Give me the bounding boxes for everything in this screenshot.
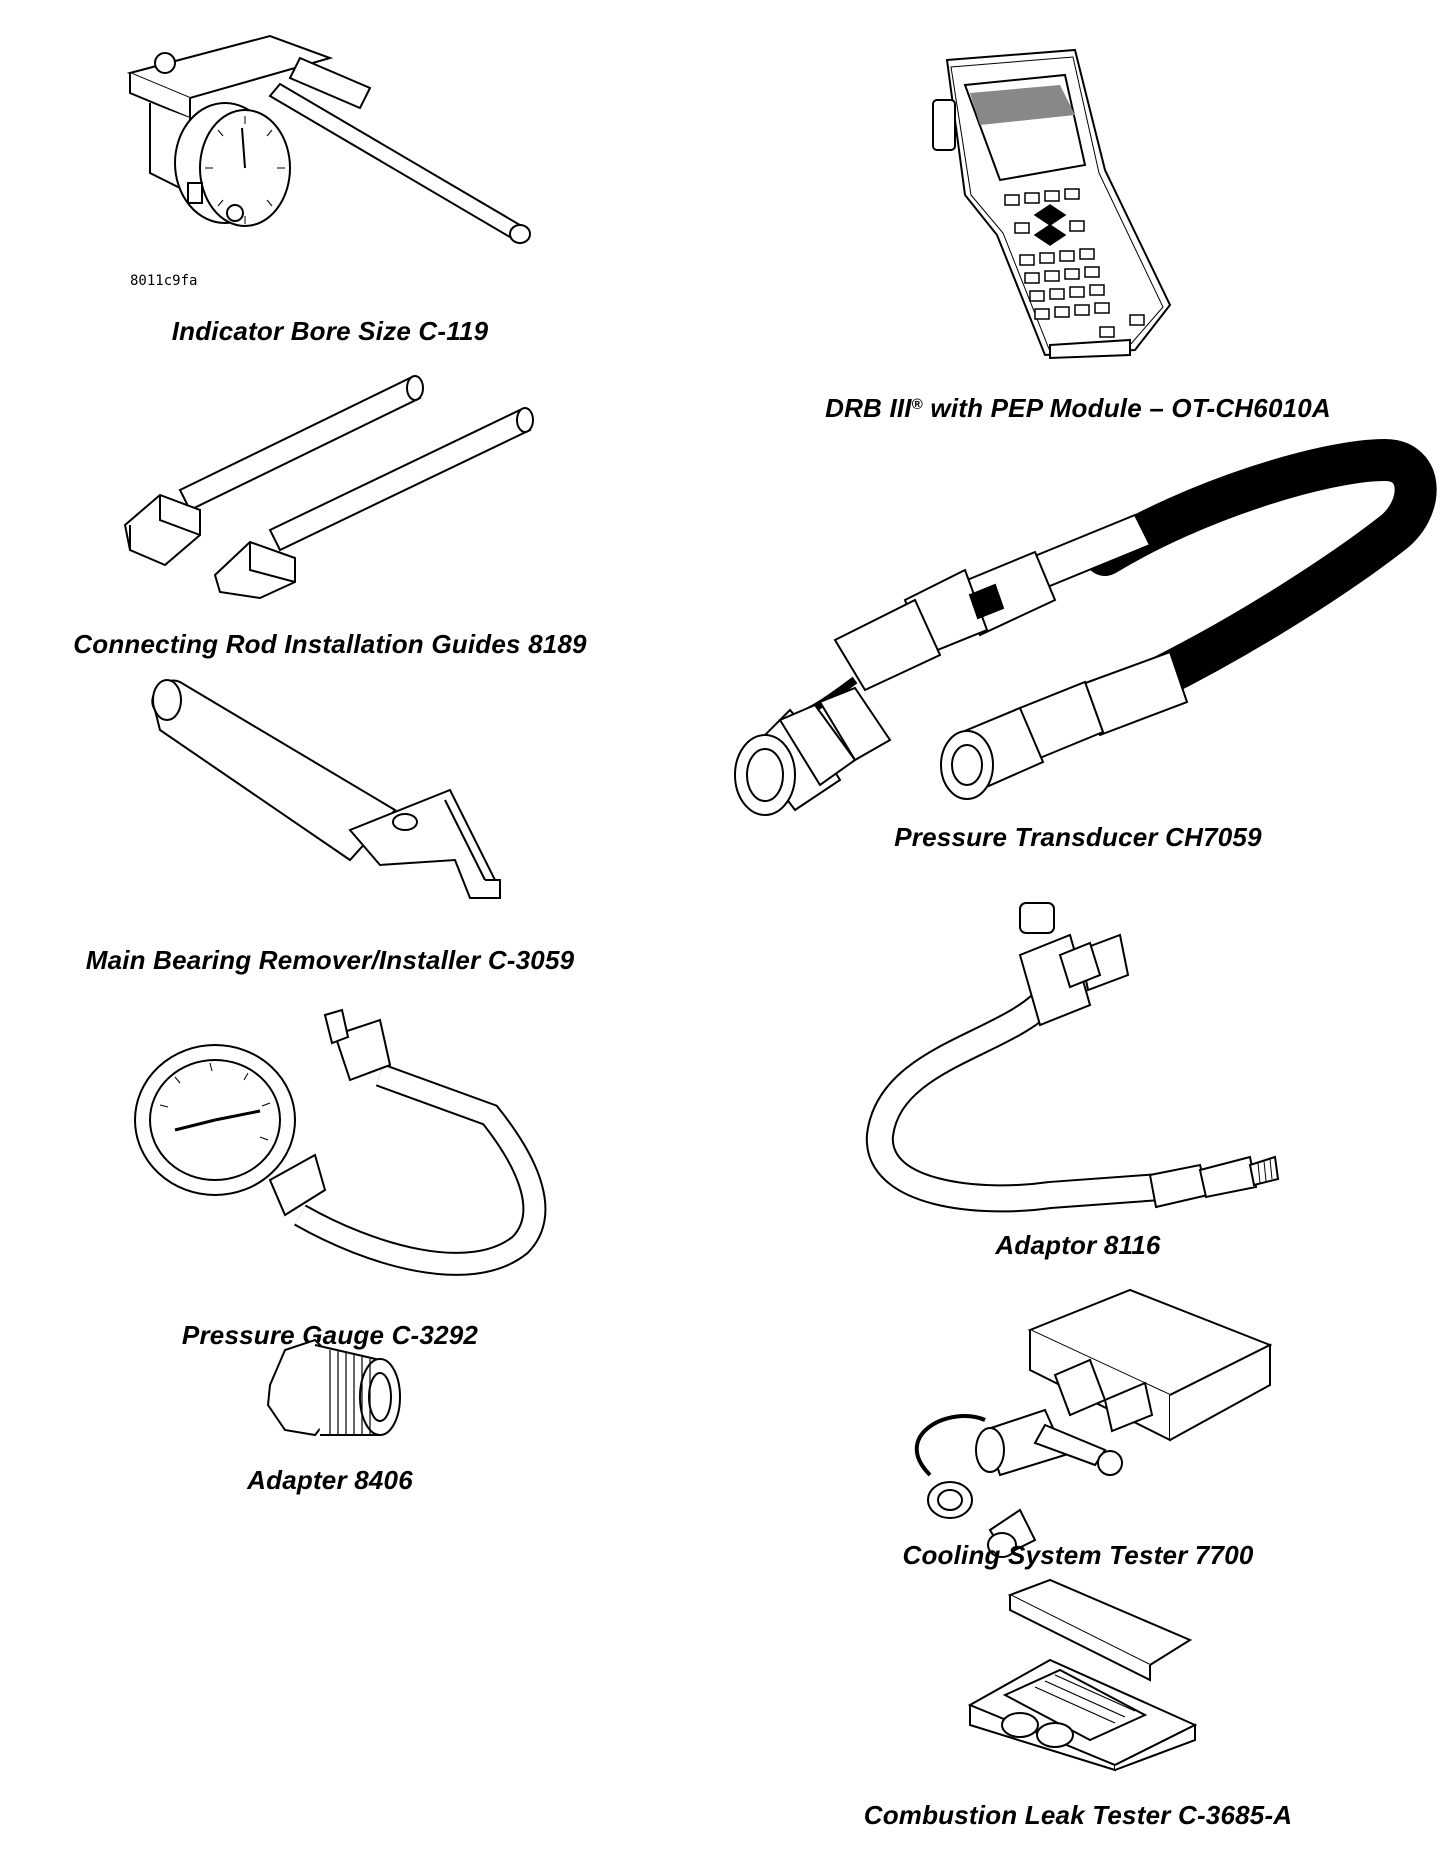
- caption-pressure-gauge: Pressure Gauge C-3292: [181, 1320, 479, 1350]
- combustion-leak-tester-illustration: [965, 1575, 1205, 1770]
- adaptor-8116-illustration: [860, 895, 1300, 1235]
- connecting-rod-guides-illustration: [120, 360, 550, 600]
- drb-rest-text: with PEP Module – OT-CH6010A: [922, 393, 1331, 423]
- caption-indicator-bore: Indicator Bore Size C-119: [171, 316, 489, 346]
- cooling-system-tester-illustration: [890, 1285, 1290, 1560]
- caption-cooling-tester: Cooling System Tester 7700: [902, 1540, 1254, 1570]
- caption-main-bearing: Main Bearing Remover/Installer C-3059: [85, 945, 575, 975]
- pressure-gauge-illustration: [120, 1015, 540, 1300]
- caption-combustion-tester: Combustion Leak Tester C-3685-A: [863, 1800, 1293, 1830]
- drb-iii-scan-tool-illustration: [925, 45, 1195, 360]
- caption-adapter-8406: Adapter 8406: [247, 1465, 413, 1495]
- caption-adaptor-8116: Adaptor 8116: [995, 1230, 1161, 1260]
- drb-main-text: DRB III: [825, 393, 912, 423]
- figure-id: 8011c9fa: [130, 273, 198, 289]
- caption-drb-iii: DRB III® with PEP Module – OT-CH6010A: [825, 390, 1331, 423]
- indicator-bore-gauge-illustration: [120, 18, 540, 268]
- registered-mark: ®: [911, 396, 923, 413]
- adapter-8406-illustration: [260, 1335, 405, 1445]
- caption-pressure-transducer: Pressure Transducer CH7059: [894, 822, 1262, 852]
- caption-connecting-rod: Connecting Rod Installation Guides 8189: [73, 629, 587, 659]
- main-bearing-tool-illustration: [145, 670, 515, 920]
- pressure-transducer-illustration: [725, 440, 1425, 835]
